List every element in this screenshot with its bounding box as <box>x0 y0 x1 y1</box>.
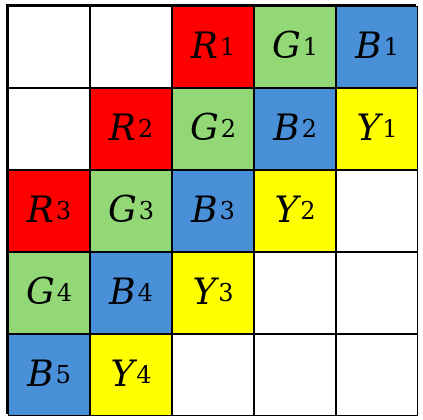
cell-letter: G <box>25 272 55 313</box>
cell-letter: Y <box>356 108 381 149</box>
cell-letter: B <box>355 26 382 67</box>
cell-letter: G <box>271 26 301 67</box>
cell-subscript: 3 <box>218 279 234 307</box>
cell-subscript: 5 <box>55 361 71 389</box>
cell-subscript: 4 <box>137 279 153 307</box>
cell-letter: R <box>108 108 136 149</box>
cell-subscript: 1 <box>219 33 236 61</box>
cell-letter: B <box>273 108 300 149</box>
cell-letter: R <box>26 190 54 231</box>
cell-subscript: 2 <box>301 115 317 143</box>
cell-subscript: 4 <box>56 279 73 307</box>
grid-cell-empty <box>172 334 254 416</box>
cell-subscript: 2 <box>220 115 237 143</box>
cell-subscript: 3 <box>219 197 235 225</box>
cell-letter: R <box>190 26 218 67</box>
cell-subscript: 1 <box>382 115 398 143</box>
cell-letter: G <box>107 190 137 231</box>
cell-subscript: 4 <box>136 361 152 389</box>
cell-letter: B <box>109 272 136 313</box>
grid-cell-empty <box>254 252 336 334</box>
cell-subscript: 1 <box>302 33 319 61</box>
grid-cell-empty <box>336 170 418 252</box>
cell-letter: Y <box>110 354 135 395</box>
grid-cell-empty <box>8 6 90 88</box>
grid-cell-empty <box>336 334 418 416</box>
grid-cell-empty <box>8 88 90 170</box>
grid-cell-empty <box>254 334 336 416</box>
cell-subscript: 2 <box>137 115 154 143</box>
cell-letter: B <box>191 190 218 231</box>
grid-cell-empty <box>90 6 172 88</box>
cell-subscript: 2 <box>300 197 316 225</box>
grid-cell-empty <box>336 252 418 334</box>
cell-letter: G <box>189 108 219 149</box>
cell-letter: B <box>27 354 54 395</box>
cell-subscript: 1 <box>383 33 399 61</box>
cell-letter: Y <box>274 190 299 231</box>
cell-subscript: 3 <box>55 197 72 225</box>
cell-letter: Y <box>192 272 217 313</box>
cell-subscript: 3 <box>138 197 155 225</box>
